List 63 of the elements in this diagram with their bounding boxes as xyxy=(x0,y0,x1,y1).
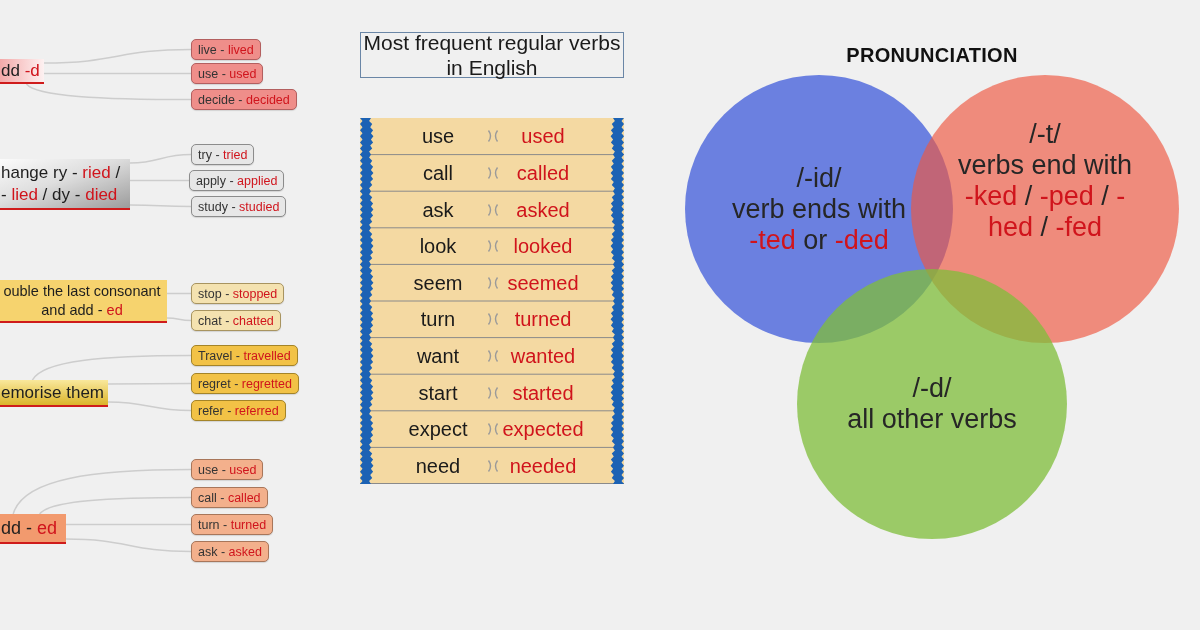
example-tag: try - tried xyxy=(191,144,255,165)
verb-text: want xyxy=(416,344,460,368)
example-tag: use - used xyxy=(191,63,264,84)
verb-text: ask xyxy=(422,198,454,221)
past-form-text: turned xyxy=(514,307,572,331)
example-tag: ask - asked xyxy=(191,541,269,562)
past-form-text: needed xyxy=(509,454,577,478)
heading-box: Most frequent regular verbs in English xyxy=(360,32,624,78)
connector-line xyxy=(129,204,192,208)
rule-text: all other verbs xyxy=(847,404,1017,435)
example-tag: decide - decided xyxy=(191,89,297,110)
example-tag: call - called xyxy=(191,487,268,508)
past-form-text: called xyxy=(516,161,570,185)
verb-text: seem xyxy=(413,271,463,295)
connector-line xyxy=(31,354,192,381)
topic-box: emorise them xyxy=(0,380,108,407)
phoneme-label: /-t/ xyxy=(1029,119,1061,150)
topic-box: dd - ed xyxy=(0,514,66,544)
verb-text: look xyxy=(419,234,457,258)
example-tag: Travel - travelled xyxy=(191,345,298,366)
connector-line xyxy=(129,153,192,164)
verb-text: expect xyxy=(408,417,468,441)
verb-text: turn xyxy=(420,307,456,331)
past-form-text: seemed xyxy=(507,271,579,295)
past-form-text: wanted xyxy=(510,344,576,368)
connector-line xyxy=(107,401,192,412)
example-tag: live - lived xyxy=(191,39,261,60)
phoneme-label: /-d/ xyxy=(912,373,952,404)
connector-line xyxy=(107,382,192,385)
example-tag: stop - stopped xyxy=(191,283,285,304)
connector-line xyxy=(166,317,192,322)
example-tag: use - used xyxy=(191,459,264,480)
connector-line xyxy=(43,72,192,75)
connector-line xyxy=(65,523,192,526)
connector-line xyxy=(12,468,192,515)
example-tag: refer - referred xyxy=(191,400,286,421)
example-tag: regret - regretted xyxy=(191,373,299,394)
connector-line xyxy=(25,83,192,101)
example-tag: study - studied xyxy=(191,196,287,217)
phoneme-label: /-id/ xyxy=(796,162,842,194)
past-form-text: expected xyxy=(502,417,584,441)
topic-box: ouble the last consonant and add - ed xyxy=(0,280,167,323)
connector-line xyxy=(129,179,190,182)
connector-line xyxy=(166,292,192,295)
past-form-text: used xyxy=(521,124,565,148)
verb-text: call xyxy=(423,161,453,185)
verb-text: need xyxy=(415,454,461,478)
example-tag: chat - chatted xyxy=(191,310,281,331)
verb-text: start xyxy=(418,381,458,404)
connector-line xyxy=(43,48,192,64)
past-form-text: started xyxy=(512,381,574,404)
verb-text: use xyxy=(421,124,455,148)
topic-box: dd -d xyxy=(0,59,44,84)
example-tag: turn - turned xyxy=(191,514,274,535)
rule-text: verb ends with -ted or -ded xyxy=(730,193,908,256)
topic-box: hange ry - ried / - lied / dy - died xyxy=(0,159,130,210)
past-form-text: asked xyxy=(516,198,570,221)
connector-line xyxy=(65,538,192,553)
past-form-text: looked xyxy=(513,234,573,258)
section-title: PRONUNCIATION xyxy=(846,44,1018,67)
rule-text: verbs end with -ked / -ped / - hed / -fed xyxy=(956,150,1134,243)
connector-line xyxy=(38,496,192,515)
example-tag: apply - applied xyxy=(189,170,285,191)
